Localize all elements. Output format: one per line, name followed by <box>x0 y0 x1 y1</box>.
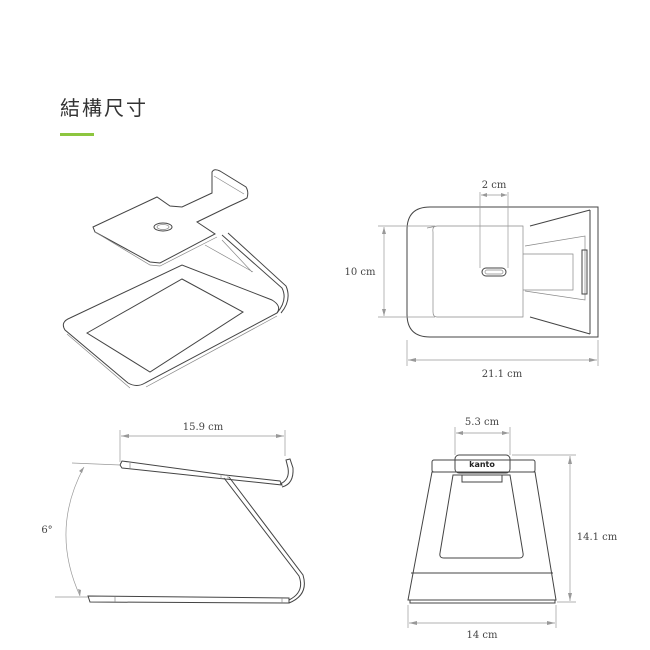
height-label: 14.1 cm <box>577 532 618 543</box>
kanto-logo: kanto <box>469 460 495 469</box>
base-width-label: 14 cm <box>467 630 499 641</box>
length-label: 21.1 cm <box>482 369 523 380</box>
side-view: 15.9 cm 6° <box>41 422 305 604</box>
depth-label: 10 cm <box>345 267 377 278</box>
slot-width-label: 2 cm <box>482 180 507 191</box>
front-view: kanto 5.3 cm 14.1 cm 14 cm <box>407 417 618 641</box>
title-accent-bar <box>60 133 94 136</box>
angle-label: 6° <box>41 525 52 536</box>
isometric-view <box>62 169 289 389</box>
top-width-label: 5.3 cm <box>465 417 500 428</box>
top-view: 2 cm 10 cm 21.1 cm <box>345 180 599 380</box>
page-title: 結構尺寸 <box>60 96 148 120</box>
plate-length-label: 15.9 cm <box>183 422 224 433</box>
